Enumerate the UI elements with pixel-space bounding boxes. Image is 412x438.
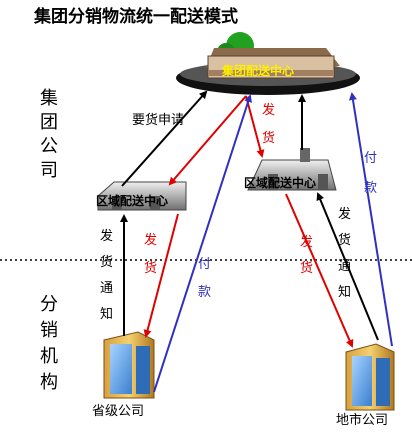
ship-label-right: 发 货 — [300, 234, 313, 276]
notice-char: 发 — [338, 206, 351, 222]
notice-char: 知 — [338, 284, 351, 300]
building-glass — [352, 356, 372, 406]
regional-center-right-label: 区域配送中心 — [244, 175, 316, 190]
notice-char: 通 — [338, 259, 351, 274]
side-label-char: 机 — [40, 346, 58, 367]
warehouse-chimney — [300, 148, 310, 162]
ship-label-top-right: 发 货 — [262, 102, 275, 146]
side-label-char: 构 — [40, 372, 58, 393]
pay-arrow-city-to-hq — [348, 92, 393, 347]
notice-char: 通 — [100, 281, 113, 296]
side-label-char: 销 — [40, 320, 58, 341]
ship-arrow-hq-to-right — [245, 95, 265, 158]
building-glass — [110, 344, 132, 394]
pay-label-right: 付 款 — [364, 151, 377, 196]
warehouse-door — [318, 174, 328, 190]
ship-label-left: 发 货 — [144, 232, 157, 276]
notice-char: 货 — [100, 254, 113, 270]
building-glass — [136, 346, 150, 394]
ship-arrow-right-to-city — [285, 193, 354, 348]
provincial-company-building — [103, 331, 155, 399]
side-label-group-branches: 分 销 机 构 — [40, 294, 58, 393]
regional-center-right: 区域配送中心 — [244, 148, 337, 191]
warehouse-door — [268, 174, 278, 190]
ship-char: 货 — [300, 260, 313, 276]
pay-char: 款 — [198, 285, 211, 300]
pay-label-left: 付 款 — [198, 257, 211, 300]
ship-char: 发 — [262, 102, 275, 118]
pay-char: 付 — [198, 257, 211, 272]
notice-label-right: 发 货 通 知 — [338, 206, 351, 300]
request-goods-arrow — [121, 90, 208, 187]
notice-char: 知 — [100, 306, 113, 322]
ship-char: 货 — [144, 260, 157, 276]
notice-char: 货 — [338, 232, 351, 248]
diagram-title: 集团分销物流统一配送模式 — [33, 6, 238, 27]
notice-char: 发 — [100, 228, 113, 244]
ship-arrow-hq-to-left — [168, 95, 247, 186]
side-label-char: 公 — [40, 136, 58, 157]
building-glass — [376, 358, 390, 406]
request-goods-label: 要货申请 — [132, 112, 184, 128]
pay-char: 款 — [364, 181, 377, 196]
notice-label-left: 发 货 通 知 — [100, 228, 113, 322]
ship-char: 货 — [262, 130, 275, 146]
regional-center-left: 区域配送中心 — [96, 181, 187, 211]
provincial-company-label: 省级公司 — [92, 404, 144, 419]
hq-center-label: 集团配送中心 — [221, 63, 294, 78]
notice-arrow-right — [316, 192, 379, 341]
ship-char: 发 — [300, 234, 313, 250]
pay-arrow-province-to-hq — [153, 94, 252, 393]
ship-char: 发 — [144, 232, 157, 248]
ship-arrow-left-to-province — [143, 213, 179, 338]
side-label-char: 分 — [40, 294, 58, 315]
warehouse-door — [112, 196, 122, 210]
hq-building-stripe — [208, 70, 334, 76]
city-company-label: 地市公司 — [336, 412, 388, 428]
side-label-char: 司 — [40, 160, 58, 181]
side-label-char: 集 — [40, 88, 58, 109]
pay-char: 付 — [364, 151, 377, 166]
side-label-char: 团 — [40, 112, 58, 133]
hq-distribution-center: 集团配送中心 — [176, 32, 360, 95]
regional-center-left-label: 区域配送中心 — [96, 193, 168, 208]
city-company-building — [345, 343, 395, 411]
side-label-group-company: 集 团 公 司 — [40, 88, 58, 181]
warehouse-door — [150, 196, 160, 210]
